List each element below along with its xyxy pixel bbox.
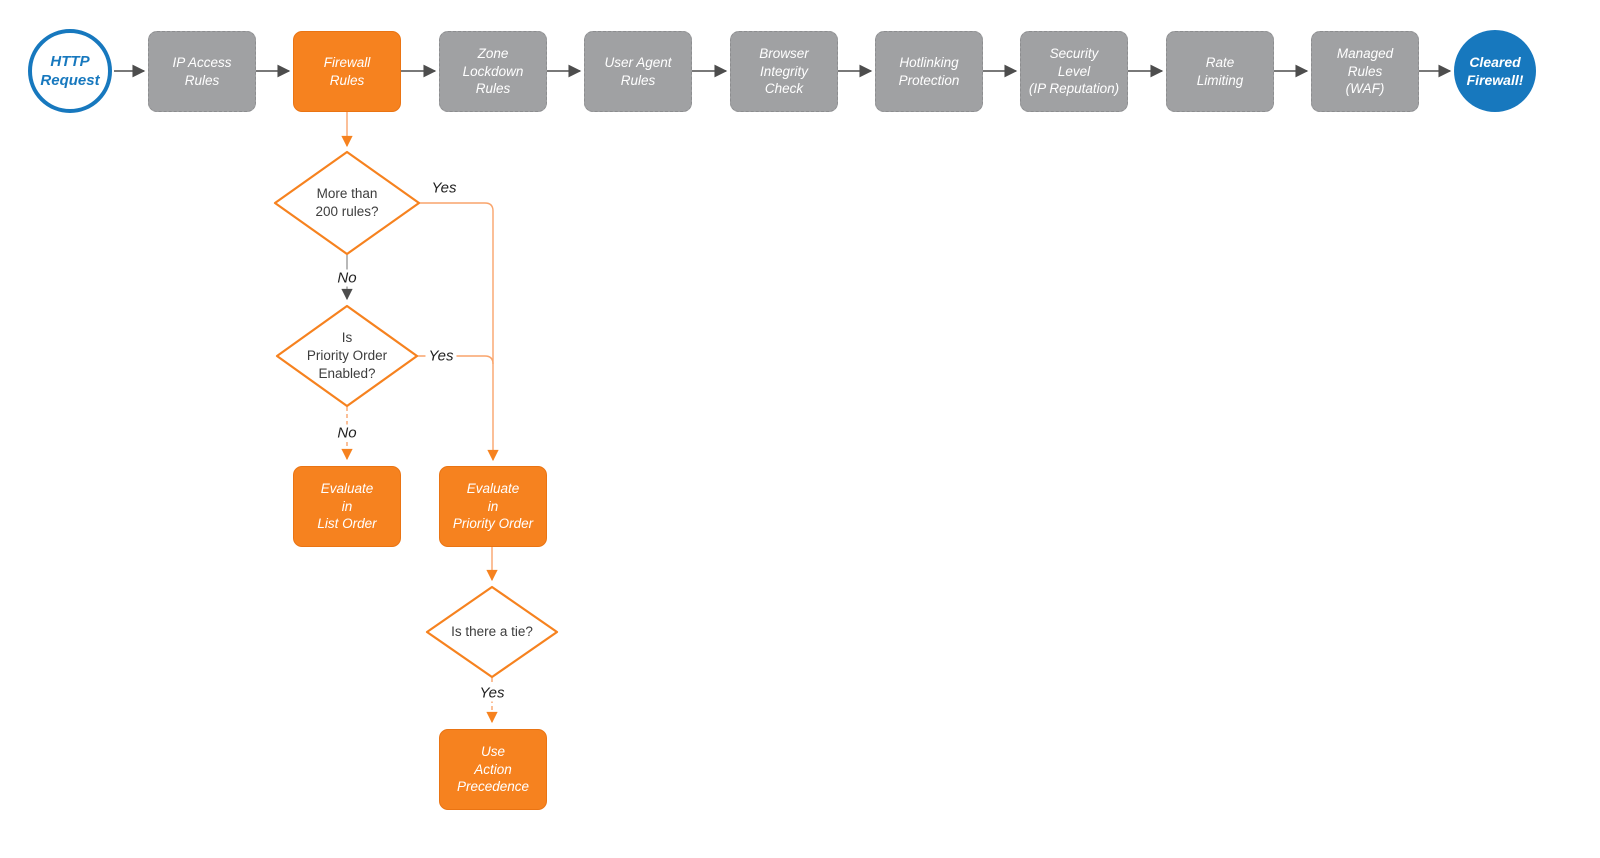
node-managed-rules-waf: Managed Rules (WAF) [1311,31,1419,112]
node-cleared-firewall: Cleared Firewall! [1454,30,1536,112]
decision-is-there-a-tie: Is there a tie? [425,585,559,679]
edge-label-no: No [334,269,360,287]
edge-label-yes: Yes [428,179,460,197]
edge-label-yes: Yes [476,684,508,702]
edge-d2-yes [417,355,494,365]
decision-label: Is there a tie? [451,624,533,639]
node-http-request: HTTP Request [28,29,112,113]
edge-label-no: No [334,424,360,442]
node-browser-integrity-check: Browser Integrity Check [730,31,838,112]
node-evaluate-in-list-order: Evaluate in List Order [293,466,401,547]
node-firewall-rules: Firewall Rules [293,31,401,112]
diamond-shape [273,150,421,256]
node-hotlinking-protection: Hotlinking Protection [875,31,983,112]
diamond-shape [425,585,559,679]
node-ip-access-rules: IP Access Rules [148,31,256,112]
node-security-level: Security Level (IP Reputation) [1020,31,1128,112]
decision-label: Is Priority Order Enabled? [306,330,388,381]
decision-label: More than 200 rules? [315,186,379,219]
diamond-shape [275,304,419,408]
node-evaluate-in-priority-order: Evaluate in Priority Order [439,466,547,547]
node-user-agent-rules: User Agent Rules [584,31,692,112]
edge-label-yes: Yes [425,347,457,365]
node-rate-limiting: Rate Limiting [1166,31,1274,112]
edge-d1-yes [419,202,499,462]
decision-priority-order-enabled: Is Priority Order Enabled? [275,304,419,408]
decision-more-than-200-rules: More than 200 rules? [273,150,421,256]
node-use-action-precedence: Use Action Precedence [439,729,547,810]
node-zone-lockdown-rules: Zone Lockdown Rules [439,31,547,112]
